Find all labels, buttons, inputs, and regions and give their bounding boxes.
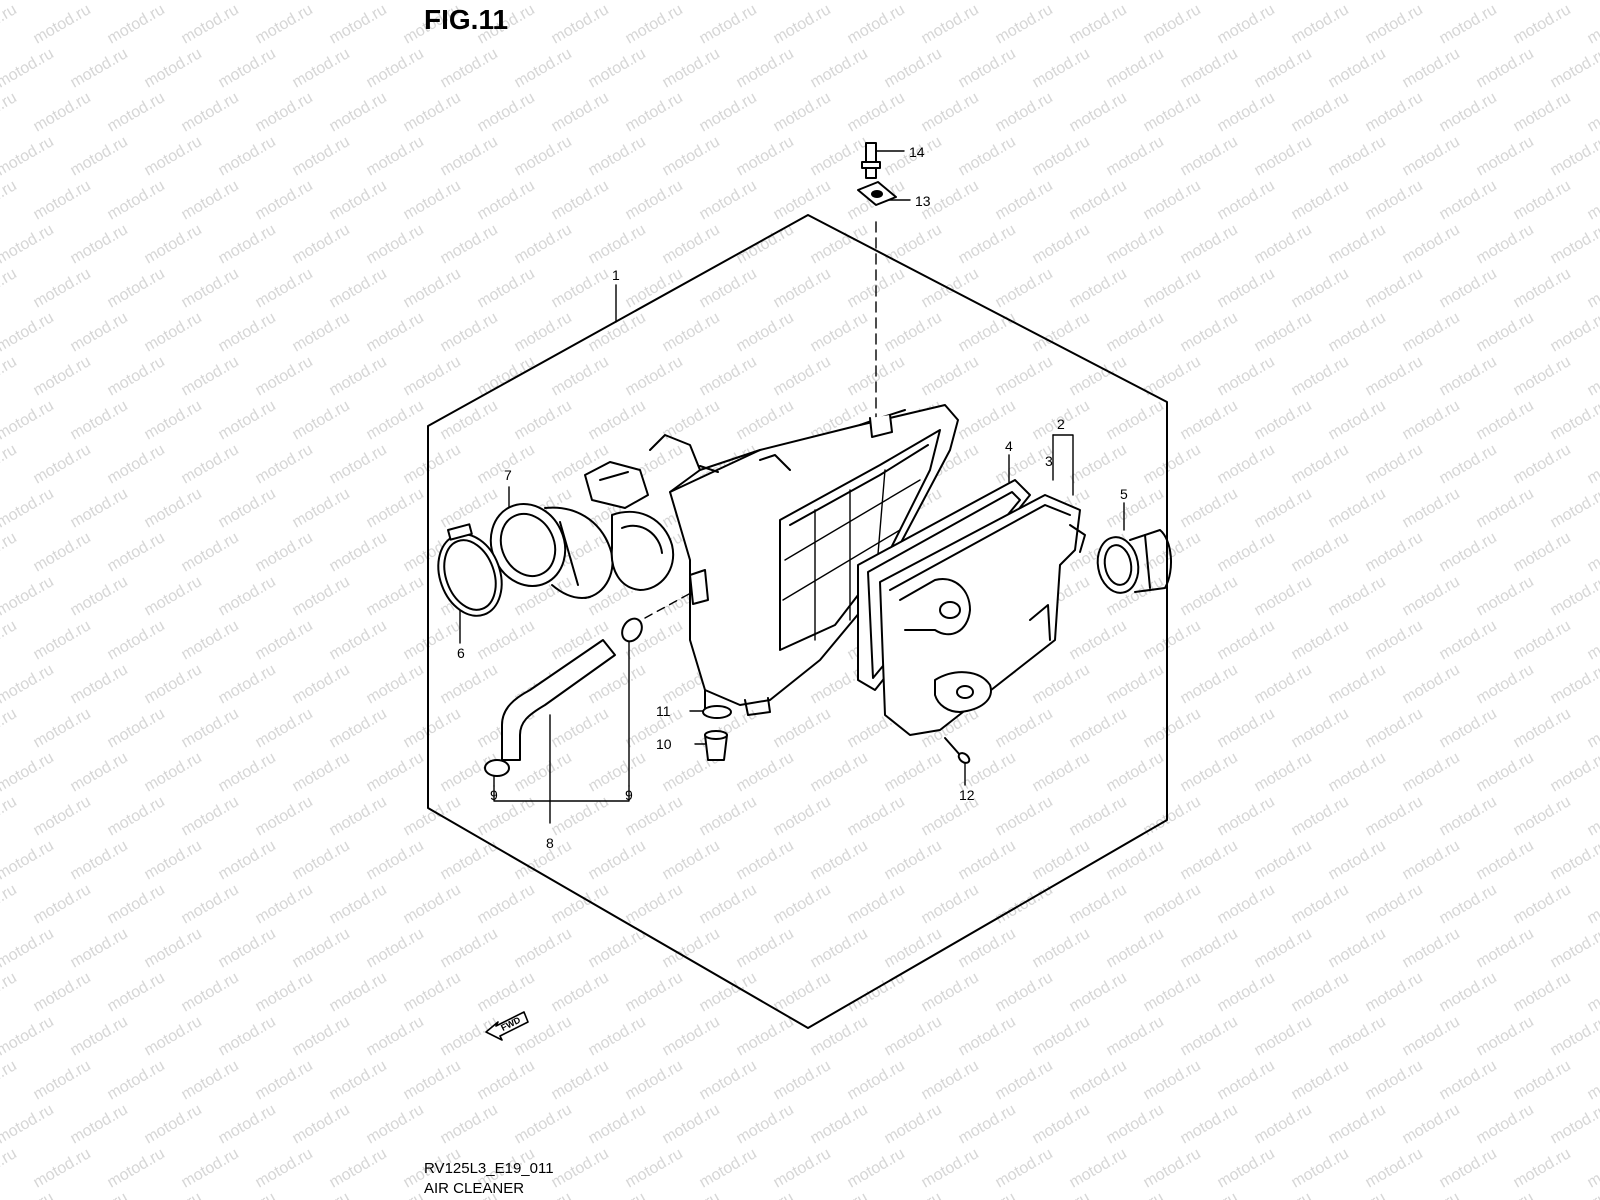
callout-6: 6 xyxy=(457,645,465,661)
drain-hose-part-8 xyxy=(501,639,616,761)
model-code: RV125L3_E19_011 xyxy=(424,1160,554,1177)
hose-clip-part-9-upper xyxy=(621,617,643,643)
clip-nut-part-13 xyxy=(857,181,897,206)
callout-9-right: 9 xyxy=(625,787,633,803)
hose-clip-part-9-lower xyxy=(484,759,510,777)
clip-part-11 xyxy=(702,705,732,719)
fwd-arrow-icon: FWD xyxy=(485,1011,529,1041)
outlet-boot-part-5 xyxy=(1096,529,1172,594)
callout-14: 14 xyxy=(909,144,925,160)
callout-5: 5 xyxy=(1120,486,1128,502)
callout-12: 12 xyxy=(959,787,975,803)
figure-title: FIG.11 xyxy=(424,4,509,35)
callout-8: 8 xyxy=(546,835,554,851)
screw-part-12 xyxy=(944,737,971,764)
bolt-part-14 xyxy=(861,142,881,179)
callout-2: 2 xyxy=(1057,416,1065,432)
cleaner-cover-part-2 xyxy=(879,494,1086,736)
callout-10: 10 xyxy=(656,736,672,752)
callout-7: 7 xyxy=(504,467,512,483)
drain-cap-part-10 xyxy=(704,730,728,761)
callout-1: 1 xyxy=(612,267,620,283)
callout-4: 4 xyxy=(1005,438,1013,454)
callout-13: 13 xyxy=(915,193,931,209)
callout-11: 11 xyxy=(656,703,671,719)
assembly-name: AIR CLEANER xyxy=(424,1180,525,1197)
callout-3: 3 xyxy=(1045,453,1053,469)
callout-9-left: 9 xyxy=(490,787,498,803)
